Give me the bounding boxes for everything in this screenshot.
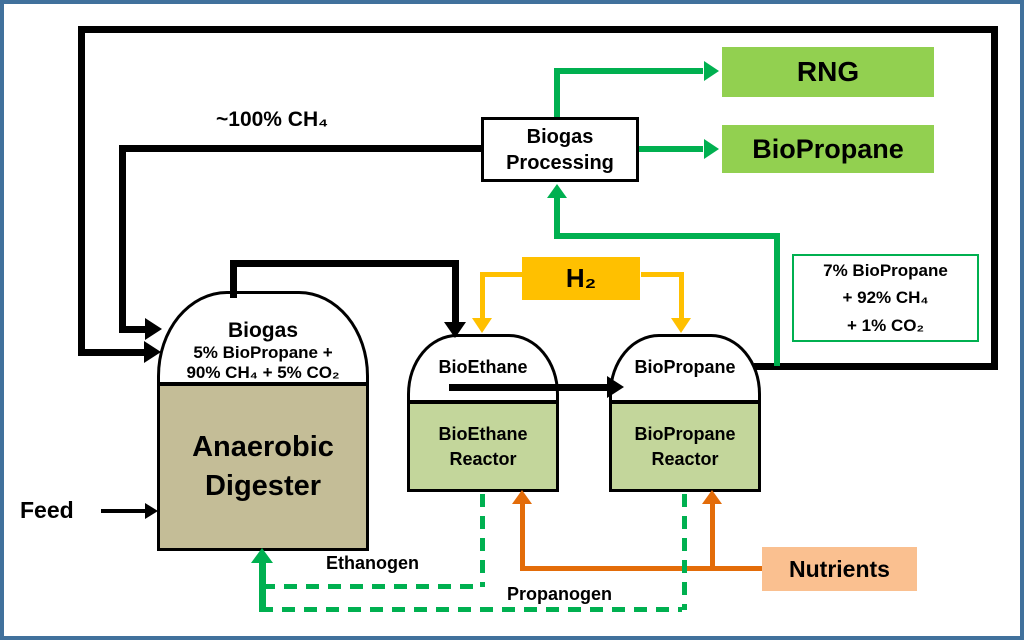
- composition-line2: + 92% CH₄: [842, 288, 929, 308]
- biopropane-dome-label: BioPropane: [634, 357, 736, 377]
- h2-left-horizontal: [480, 272, 522, 277]
- digester-label-line1: Anaerobic: [192, 430, 334, 463]
- arrowhead-right-icon: [145, 318, 162, 340]
- arrowhead-up-icon: [547, 184, 567, 198]
- bioethane-reactor-label1: BioEthane: [438, 424, 528, 445]
- biopropane-reactor-label2: Reactor: [651, 448, 719, 469]
- biopropane-reactor-label1: BioPropane: [634, 424, 736, 445]
- rng-line-horizontal: [554, 68, 703, 74]
- composition-line1: 7% BioPropane: [823, 261, 948, 281]
- bioethane-reactor-dome: BioEthane: [407, 334, 559, 402]
- label-ethanogen: Ethanogen: [326, 553, 419, 573]
- nutrients-label: Nutrients: [789, 555, 890, 582]
- biogas-pipe-riser: [230, 260, 237, 298]
- bioethane-reactor-label2: Reactor: [449, 448, 517, 469]
- ethane-to-propane-line: [449, 384, 607, 391]
- label-propanogen: Propanogen: [507, 584, 613, 604]
- digester-dome: Biogas 5% BioPropane + 90% CH₄ + 5% CO₂: [157, 291, 369, 384]
- product-composition-note: 7% BioPropane + 92% CH₄ + 1% CO₂: [792, 254, 979, 342]
- digester-dome-comp1: 5% BioPropane +: [193, 343, 333, 362]
- h2-box: H₂: [522, 257, 640, 300]
- arrowhead-down-icon: [472, 318, 492, 333]
- recycle-loop-top-line: [78, 26, 998, 33]
- nutrients-to-bioethane: [520, 504, 525, 571]
- h2-left-vertical: [480, 272, 485, 318]
- arrowhead-right-icon: [144, 341, 161, 363]
- product-stream-right-vertical: [774, 233, 780, 366]
- product-stream-horizontal: [554, 233, 780, 239]
- arrowhead-up-icon: [512, 490, 532, 504]
- rng-line-vertical: [554, 68, 560, 117]
- rng-product-box: RNG: [722, 47, 934, 97]
- ethanogen-horizontal-dashed: [262, 584, 480, 589]
- arrowhead-right-icon: [704, 139, 719, 159]
- bioethane-dome-label: BioEthane: [438, 357, 528, 377]
- digester-dome-title: Biogas: [227, 319, 298, 342]
- digester-body: Anaerobic Digester: [157, 382, 369, 551]
- microbe-return-riser: [259, 562, 266, 612]
- nutrients-horizontal: [520, 566, 762, 571]
- arrowhead-right-icon: [607, 376, 624, 398]
- arrowhead-up-icon: [702, 490, 722, 504]
- h2-label: H₂: [565, 263, 597, 293]
- bioethane-reactor-body: BioEthane Reactor: [407, 400, 559, 492]
- digester-dome-text: Biogas 5% BioPropane + 90% CH₄ + 5% CO₂: [160, 319, 366, 383]
- recycle-loop-bottom-line: [754, 363, 998, 370]
- biogas-pipe-horizontal: [230, 260, 459, 267]
- composition-line3: + 1% CO₂: [847, 315, 924, 335]
- h2-right-horizontal: [641, 272, 684, 277]
- recycle-loop-left-line: [78, 26, 85, 356]
- biogas-processing-label1: Biogas: [526, 125, 594, 148]
- biopropane-reactor-dome: BioPropane: [609, 334, 761, 402]
- propanogen-vertical-dashed: [682, 494, 687, 610]
- h2-right-vertical: [679, 272, 684, 318]
- biopropane-reactor-body: BioPropane Reactor: [609, 400, 761, 492]
- product-stream-riser: [554, 196, 560, 236]
- biopropane-product-line: [639, 146, 703, 152]
- digester-dome-comp2: 90% CH₄ + 5% CO₂: [186, 363, 340, 382]
- arrowhead-up-icon: [251, 548, 273, 563]
- recycle-loop-right-line: [991, 26, 998, 370]
- arrowhead-down-icon: [671, 318, 691, 333]
- biopropane-product-label: BioPropane: [752, 133, 904, 164]
- feed-label: Feed: [20, 497, 74, 523]
- nutrients-box: Nutrients: [762, 547, 917, 591]
- arrowhead-right-icon: [145, 503, 158, 519]
- feed-line: [101, 509, 146, 513]
- ch4-return-top-line: [119, 145, 481, 152]
- biogas-processing-label2: Processing: [506, 151, 614, 174]
- biogas-processing-box: Biogas Processing: [481, 117, 639, 182]
- ch4-return-left-line: [119, 145, 126, 332]
- digester-label-line2: Digester: [204, 470, 322, 502]
- recycle-into-digester-line: [78, 349, 144, 356]
- ch4-into-digester-line: [119, 326, 146, 333]
- biopropane-product-box: BioPropane: [722, 125, 934, 173]
- rng-label: RNG: [796, 56, 860, 87]
- label-ch4-recycle: ~100% CH₄: [216, 108, 329, 131]
- arrowhead-right-icon: [704, 61, 719, 81]
- arrowhead-down-icon: [444, 322, 466, 338]
- biogas-pipe-drop: [452, 260, 459, 322]
- nutrients-to-biopropane: [710, 504, 715, 571]
- ethanogen-vertical-dashed: [480, 494, 485, 587]
- propanogen-horizontal-dashed: [260, 607, 682, 612]
